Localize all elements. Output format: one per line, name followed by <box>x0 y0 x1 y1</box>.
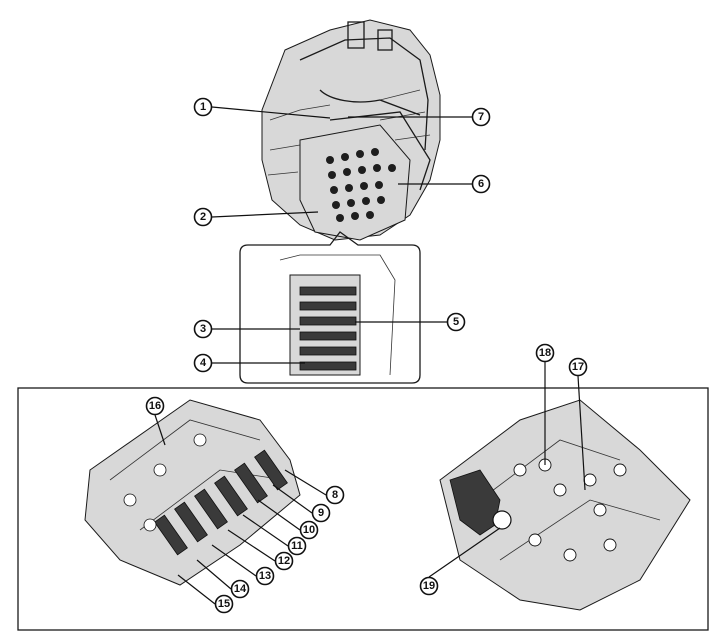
valve-body-upper-side <box>84 399 301 586</box>
svg-text:7: 7 <box>478 111 484 123</box>
svg-text:1: 1 <box>200 101 206 113</box>
svg-text:15: 15 <box>218 598 230 610</box>
callout-5: 5 <box>446 312 466 332</box>
svg-text:13: 13 <box>259 570 271 582</box>
svg-text:12: 12 <box>278 555 290 567</box>
valve-body-lower-side <box>439 399 691 611</box>
callout-1: 1 <box>193 97 213 117</box>
svg-text:16: 16 <box>149 400 161 412</box>
svg-text:2: 2 <box>200 211 206 223</box>
callout-16: 16 <box>145 396 165 416</box>
callout-11: 11 <box>287 536 307 556</box>
svg-text:10: 10 <box>303 524 315 536</box>
callout-6: 6 <box>471 174 491 194</box>
callout-7: 7 <box>471 107 491 127</box>
svg-text:8: 8 <box>332 489 338 501</box>
lower-detail-frame <box>17 387 709 631</box>
svg-text:17: 17 <box>572 361 584 373</box>
svg-text:18: 18 <box>539 347 551 359</box>
valve-body-cover <box>299 124 411 241</box>
callout-15: 15 <box>214 594 234 614</box>
callout-12: 12 <box>274 551 294 571</box>
leader-lines <box>154 106 586 605</box>
callout-8: 8 <box>325 485 345 505</box>
callout-18: 18 <box>535 343 555 363</box>
svg-text:19: 19 <box>423 580 435 592</box>
callout-13: 13 <box>255 566 275 586</box>
svg-text:4: 4 <box>200 357 207 369</box>
callout-2: 2 <box>193 207 213 227</box>
svg-text:5: 5 <box>453 316 459 328</box>
svg-text:14: 14 <box>234 583 247 595</box>
callout-14: 14 <box>230 579 250 599</box>
svg-text:9: 9 <box>318 507 324 519</box>
svg-text:11: 11 <box>291 540 303 552</box>
callout-4: 4 <box>193 353 213 373</box>
callout-10: 10 <box>299 520 319 540</box>
svg-text:3: 3 <box>200 323 206 335</box>
svg-text:6: 6 <box>478 178 484 190</box>
callout-3: 3 <box>193 319 213 339</box>
callout-17: 17 <box>568 357 588 377</box>
callout-19: 19 <box>419 576 439 596</box>
callout-9: 9 <box>311 503 331 523</box>
inset-valve-body-detail <box>239 231 421 384</box>
